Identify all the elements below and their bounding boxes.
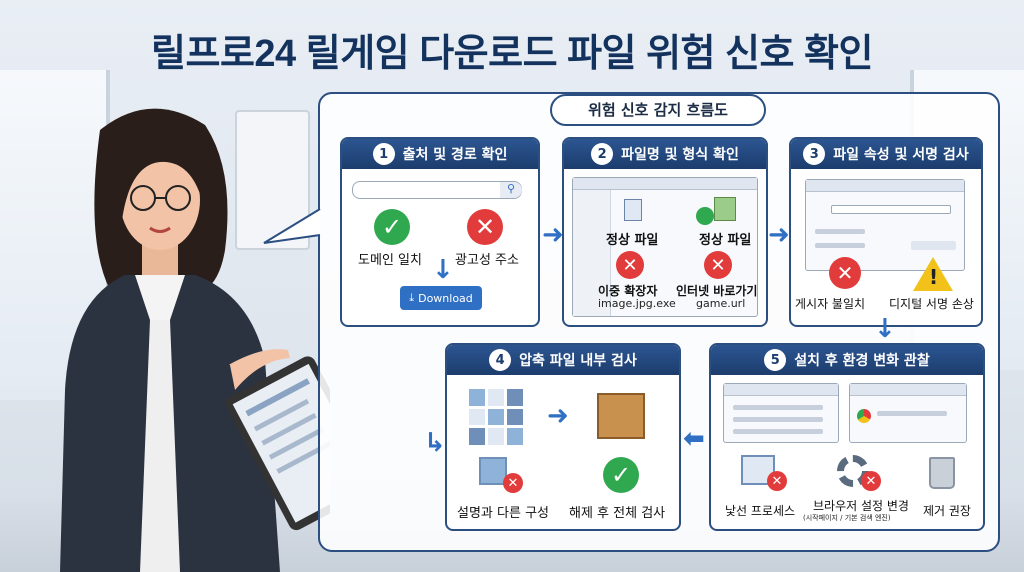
x-icon: ✕ xyxy=(467,209,503,245)
chrome-icon xyxy=(857,409,871,423)
check-icon xyxy=(696,207,714,225)
address-bar[interactable] xyxy=(352,181,522,199)
down-arrow-icon: ↓ xyxy=(432,255,454,285)
process-window-icon xyxy=(741,455,775,485)
right-arrow-icon: ➜ xyxy=(542,220,564,250)
different-composition-label: 설명과 다른 구성 xyxy=(457,506,549,521)
search-icon[interactable]: ⚲ xyxy=(500,182,522,198)
x-icon: ✕ xyxy=(767,471,787,491)
normal-file-label-1: 정상 파일 xyxy=(606,233,659,248)
check-icon: ✓ xyxy=(603,457,639,493)
flow-title-tag: 위험 신호 감지 흐름도 xyxy=(550,94,766,126)
step-title: 파일 속성 및 서명 검사 xyxy=(833,147,969,163)
x-icon: ✕ xyxy=(503,473,523,493)
page-title: 릴프로24 릴게임 다운로드 파일 위험 신호 확인 xyxy=(151,33,873,75)
files-grid-icon xyxy=(479,457,507,485)
x-icon: ✕ xyxy=(704,251,732,279)
task-manager-window xyxy=(723,383,839,443)
download-button[interactable]: ⤓Download xyxy=(400,286,482,310)
step-number: 5 xyxy=(764,349,787,371)
step-title: 파일명 및 형식 확인 xyxy=(621,147,739,163)
file-explorer-window xyxy=(572,177,758,317)
right-arrow-icon: ➜ xyxy=(768,220,790,250)
step-5-card: 5 설치 후 환경 변화 관찰 ✕ ✕ 낯선 프로세스 브라우저 설정 변경 (시… xyxy=(709,343,985,531)
check-icon: ✓ xyxy=(374,209,410,245)
browser-settings-detail: (시작페이지 / 기본 검색 엔진) xyxy=(803,514,891,522)
remove-recommended-label: 제거 권장 xyxy=(923,504,971,518)
step-title: 압축 파일 내부 검사 xyxy=(519,353,637,369)
open-box-icon xyxy=(597,393,645,439)
internet-shortcut-label: 인터넷 바로가기 xyxy=(676,284,758,298)
presenter-illustration xyxy=(60,108,330,572)
step-title: 설치 후 환경 변화 관찰 xyxy=(794,353,930,369)
left-arrow-icon: ⬅ xyxy=(683,424,705,454)
full-scan-label: 해제 후 전체 검사 xyxy=(569,506,666,521)
double-extension-example: image.jpg.exe xyxy=(598,297,676,310)
unknown-process-label: 낯선 프로세스 xyxy=(725,504,796,518)
x-icon: ✕ xyxy=(829,257,861,289)
image-file-icon xyxy=(714,197,736,221)
publisher-mismatch-label: 게시자 불일치 xyxy=(795,297,866,311)
warning-icon: ! xyxy=(913,257,953,291)
right-arrow-icon: ➜ xyxy=(547,401,569,431)
domain-match-label: 도메인 일치 xyxy=(358,253,422,268)
file-icon xyxy=(624,199,642,221)
files-grid-icon xyxy=(469,389,523,445)
step-3-card: 3 파일 속성 및 서명 검사 ✕ ! 게시자 불일치 디지털 서명 손상 xyxy=(789,137,983,327)
ad-address-label: 광고성 주소 xyxy=(455,253,519,268)
double-extension-label: 이중 확장자 xyxy=(598,284,658,298)
download-icon: ⤓ xyxy=(409,291,415,304)
step-title: 출처 및 경로 확인 xyxy=(402,147,508,163)
step-number: 2 xyxy=(591,143,614,165)
step-2-card: 2 파일명 및 형식 확인 정상 파일 정상 파일 ✕ ✕ 이중 확장자 imag… xyxy=(562,137,768,327)
internet-shortcut-example: game.url xyxy=(696,297,746,310)
step-number: 3 xyxy=(803,143,826,165)
x-icon: ✕ xyxy=(861,471,881,491)
step-number: 1 xyxy=(372,143,395,165)
step-4-card: 4 압축 파일 내부 검사 ➜ ✕ ✓ 설명과 다른 구성 해제 후 전체 검사 xyxy=(445,343,681,531)
x-icon: ✕ xyxy=(616,251,644,279)
trash-icon xyxy=(929,457,955,489)
properties-window xyxy=(805,179,965,271)
signature-damaged-label: 디지털 서명 손상 xyxy=(889,297,974,311)
normal-file-label-2: 정상 파일 xyxy=(699,233,752,248)
down-arrow-icon: ↳ xyxy=(424,428,446,458)
down-arrow-icon: ↓ xyxy=(874,314,896,344)
speech-bubble-tail xyxy=(263,208,321,244)
gear-icon xyxy=(837,455,869,487)
step-1-card: 1 출처 및 경로 확인 ⚲ ✓ ✕ 도메인 일치 광고성 주소 ↓ ⤓Downl… xyxy=(340,137,540,327)
browser-settings-label: 브라우저 설정 변경 xyxy=(813,499,909,513)
step-number: 4 xyxy=(489,349,512,371)
